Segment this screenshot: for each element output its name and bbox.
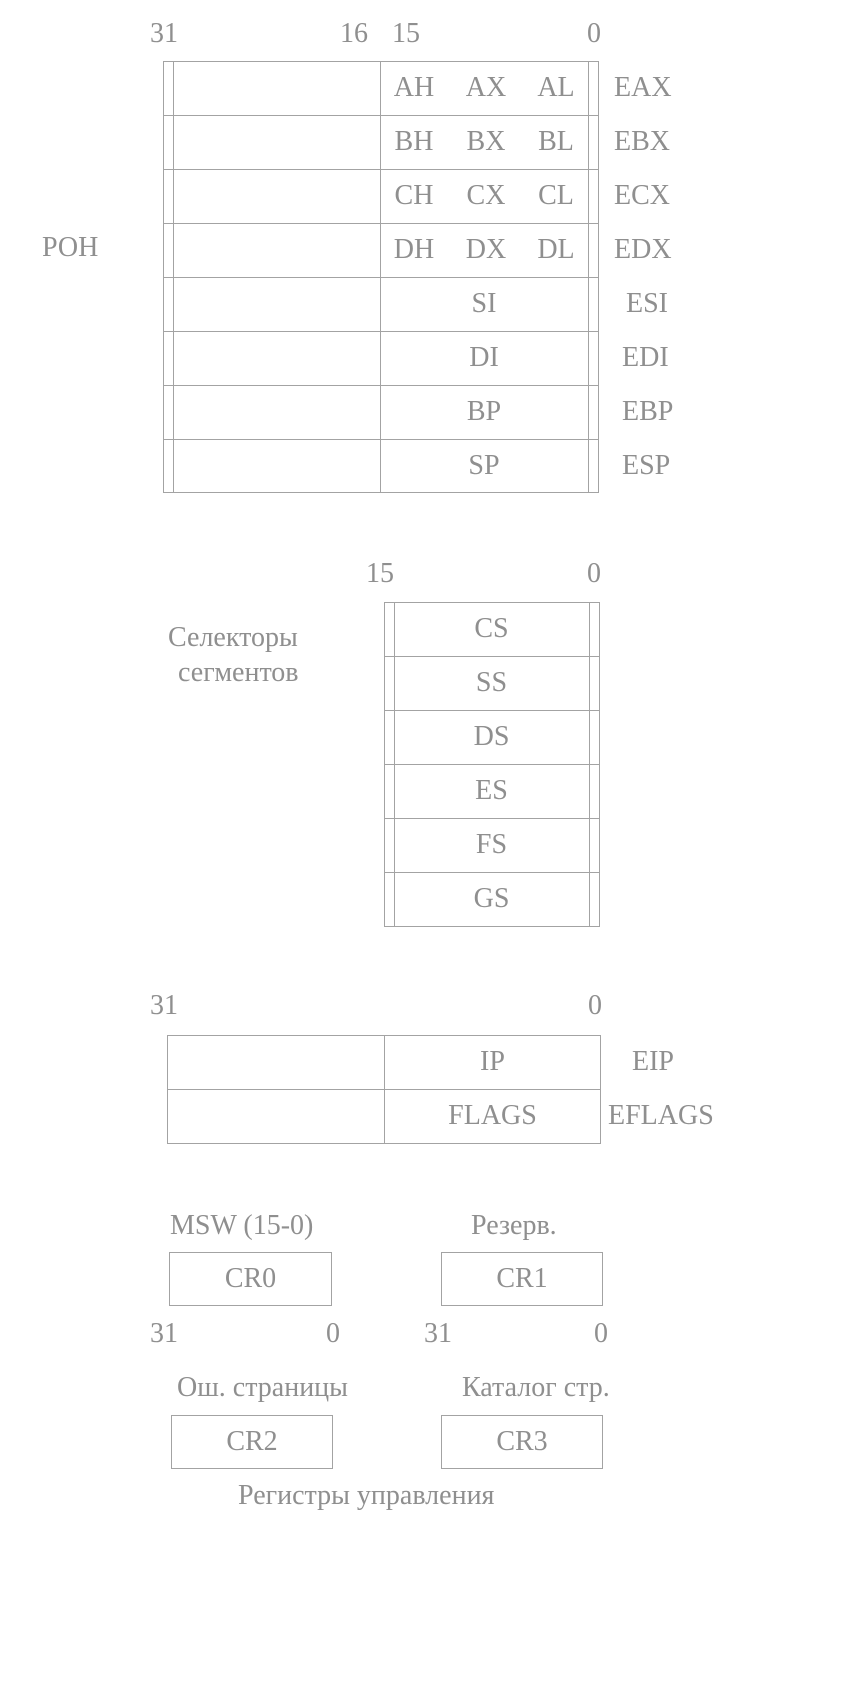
cr2-label: CR2: [226, 1426, 278, 1457]
segment-side-label-2: сегментов: [178, 657, 299, 688]
gpr-row-sep: [163, 277, 599, 278]
seg-cs: CS: [474, 613, 509, 644]
reg-ip: IP: [480, 1046, 505, 1077]
reg-bx: BX: [466, 126, 506, 157]
seg-fs: FS: [475, 829, 508, 860]
seg-bit-label-0: 0: [587, 558, 601, 589]
gpr-row-sep: [163, 385, 599, 386]
segment-row-sep: [384, 710, 600, 711]
gpr-side-label: РОН: [42, 232, 99, 263]
gpr-row-sep: [163, 223, 599, 224]
reg-name-esi: ESI: [626, 288, 668, 319]
seg-es: ES: [475, 775, 508, 806]
cr-bit-label-31-right: 31: [424, 1318, 452, 1349]
cr1-box: CR1: [441, 1252, 603, 1306]
seg-bit-label-15: 15: [366, 558, 394, 589]
cr0-box: CR0: [169, 1252, 332, 1306]
gpr-row-sep: [163, 169, 599, 170]
segment-side-label-1: Селекторы: [168, 622, 298, 653]
reg-cl: CL: [538, 180, 574, 211]
reg-flags: FLAGS: [448, 1100, 537, 1131]
cr1-caption: Резерв.: [471, 1210, 557, 1241]
reg-name-ecx: ECX: [614, 180, 670, 211]
gpr-row-sep: [163, 331, 599, 332]
reg-name-eflags: EFLAGS: [608, 1100, 714, 1131]
reg-ah: AH: [393, 72, 435, 103]
cr-bit-label-0-left: 0: [326, 1318, 340, 1349]
cr1-label: CR1: [496, 1263, 548, 1294]
cr-bit-label-31-left: 31: [150, 1318, 178, 1349]
cr-bit-label-0-right: 0: [594, 1318, 608, 1349]
seg-ss: SS: [475, 667, 508, 698]
segment-row-sep: [384, 872, 600, 873]
reg-name-ebx: EBX: [614, 126, 670, 157]
bit-label-16: 16: [340, 18, 368, 49]
control-title: Регистры управления: [238, 1480, 495, 1511]
reg-name-eax: EAX: [614, 72, 672, 103]
reg-dh: DH: [393, 234, 435, 265]
cr0-label: CR0: [224, 1263, 277, 1294]
reg-bh: BH: [394, 126, 434, 157]
reg-name-ebp: EBP: [622, 396, 674, 427]
gpr-row-sep: [163, 115, 599, 116]
reg-name-edi: EDI: [622, 342, 669, 373]
reg-sp: SP: [468, 450, 500, 481]
ipf-bit-label-31: 31: [150, 990, 178, 1021]
reg-name-eip: EIP: [632, 1046, 674, 1077]
seg-ds: DS: [473, 721, 510, 752]
seg-gs: GS: [473, 883, 510, 914]
reg-bl: BL: [538, 126, 574, 157]
reg-dx: DX: [465, 234, 507, 265]
segment-row-sep: [384, 656, 600, 657]
reg-name-esp: ESP: [622, 450, 671, 481]
reg-al: AL: [537, 72, 575, 103]
ip-flags-row-sep: [167, 1089, 601, 1090]
reg-name-edx: EDX: [614, 234, 672, 265]
cr3-label: CR3: [496, 1426, 548, 1457]
reg-dl: DL: [537, 234, 575, 265]
cr2-box: CR2: [171, 1415, 333, 1469]
cr2-caption: Ош. страницы: [177, 1372, 348, 1403]
cr3-box: CR3: [441, 1415, 603, 1469]
reg-si: SI: [471, 288, 497, 319]
reg-ch: CH: [394, 180, 434, 211]
bit-label-0: 0: [587, 18, 601, 49]
gpr-row-sep: [163, 439, 599, 440]
bit-label-15: 15: [392, 18, 420, 49]
reg-ax: AX: [465, 72, 507, 103]
ipf-bit-label-0: 0: [588, 990, 602, 1021]
reg-cx: CX: [466, 180, 506, 211]
reg-bp: BP: [466, 396, 502, 427]
reg-di: DI: [469, 342, 499, 373]
cr0-caption: MSW (15-0): [170, 1210, 314, 1241]
segment-row-sep: [384, 764, 600, 765]
cr3-caption: Каталог стр.: [462, 1372, 610, 1403]
segment-row-sep: [384, 818, 600, 819]
bit-label-31: 31: [150, 18, 178, 49]
